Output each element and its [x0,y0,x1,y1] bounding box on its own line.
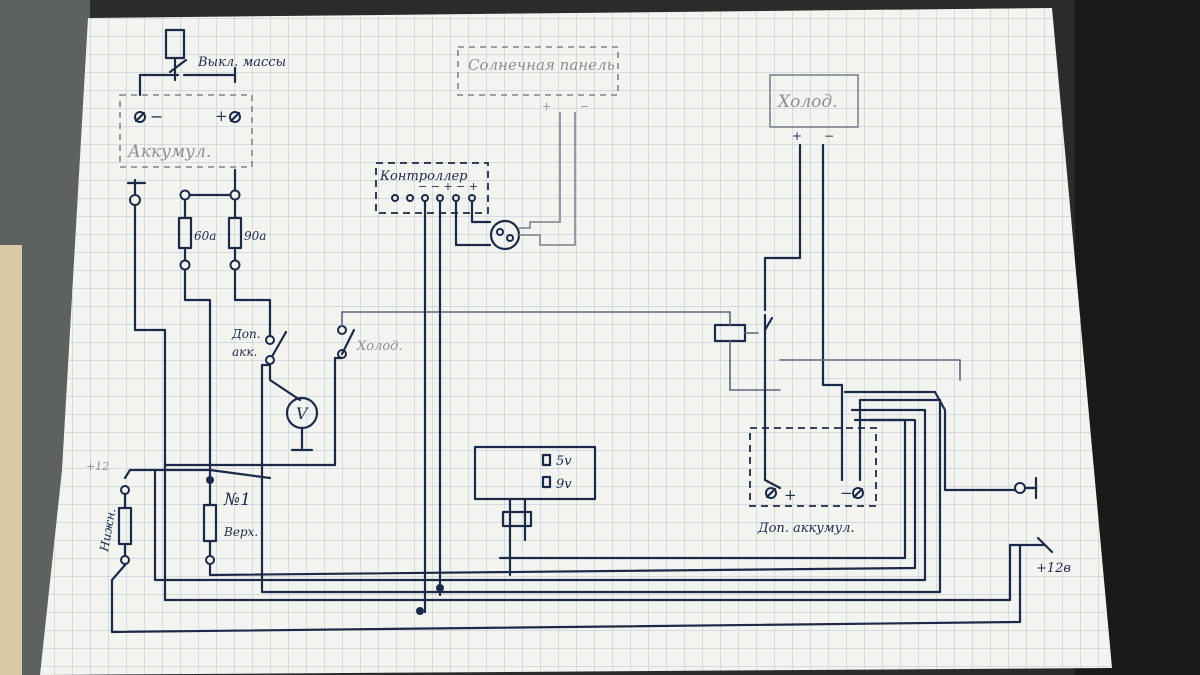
aux-switch-label-2: акк. [232,345,257,359]
aux-battery-wire [260,363,942,594]
svg-text:V: V [296,404,309,423]
paper-grid [40,8,1112,675]
main-battery-plus: + [215,107,228,125]
controller-label: Контроллер [379,169,468,184]
voltmeter: V [285,396,319,452]
fridge-plus: + [792,129,802,143]
fridge-switch-label: Холод. [356,339,403,354]
main-battery-label: Аккумул. [127,142,211,162]
converter-9v: 9v [556,477,572,492]
fuse-60a-label: 60а [194,229,216,243]
fridge-minus: − [824,129,834,143]
main-battery: − + Аккумул. [119,94,253,168]
solar-connector [454,112,576,251]
solar-plus: + [542,100,551,113]
aux-battery: + − Доп. аккумул. [749,427,877,536]
main-battery-minus: − [150,107,163,126]
fuse-60a: 60а [177,198,216,271]
neg-terminal [129,194,141,206]
mass-switch-label: Выкл. массы [197,55,286,70]
aux-minus: − [840,484,853,502]
fridge: Холод. + − [769,74,859,143]
plus12-bus [123,468,272,480]
upper-load-label: Верх. [223,525,258,539]
plus12-output: +12в [1008,476,1071,576]
aux-switch-label-1: Доп. [231,327,261,341]
controller-terminal-signs: − − + − + [418,180,478,193]
mass-switch: Выкл. массы [138,28,286,97]
aux-plus: + [784,486,797,504]
upper-load-number: №1 [223,490,251,510]
solar-minus: − [580,100,589,113]
left-plus12-label: +12 [86,460,109,473]
voltage-converter: 5v 9v [473,445,597,577]
fridge-label: Холод. [776,92,838,112]
plus12-output-label: +12в [1036,561,1071,576]
pencil-object [0,245,22,675]
solar-panel-label: Солнечная панель [468,56,615,74]
aux-battery-label: Доп. аккумул. [757,521,855,536]
solar-panel: Солнечная панель + − [457,46,619,113]
upper-load: №1 Верх. [202,483,258,565]
fuse-90a: 90а [227,198,266,271]
aux-battery-switch: Доп. акк. [231,327,288,365]
fridge-relay [713,311,782,490]
converter-5v: 5v [556,454,572,469]
fuse-90a-label: 90а [244,229,266,243]
ground-bus-wire [133,328,1012,602]
